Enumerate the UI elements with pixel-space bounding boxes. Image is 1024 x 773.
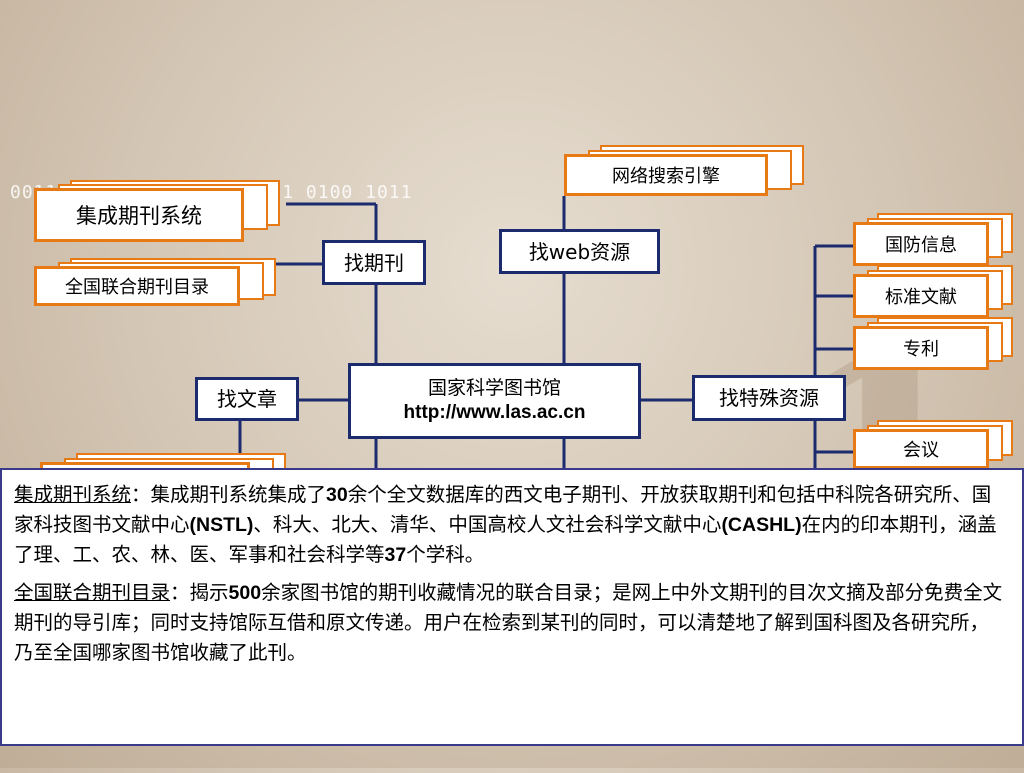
category-find-special[interactable]: 找特殊资源	[692, 375, 846, 421]
term-integrated-journal-system[interactable]: 集成期刊系统	[14, 483, 132, 506]
center-node-url[interactable]: http://www.las.ac.cn	[403, 402, 586, 423]
term-union-journal-catalog[interactable]: 全国联合期刊目录	[14, 581, 171, 604]
description-number: 37	[384, 544, 407, 566]
category-find-article[interactable]: 找文章	[195, 377, 299, 421]
center-node-library[interactable]: 国家科学图书馆 http://www.las.ac.cn	[348, 363, 641, 439]
category-find-journal[interactable]: 找期刊	[322, 240, 426, 285]
description-text: ：集成期刊系统集成了	[131, 483, 327, 506]
description-text: 、科大、北大、清华、中国高校人文社会科学文献中心	[253, 513, 722, 536]
description-number: 500	[228, 582, 262, 604]
description-text: 余家图书馆的期刊收藏情况的联合目录；是网上中外文期刊的目次文摘及部分免费全文期刊…	[14, 581, 1003, 664]
description-text: 余个全文数据库的西文电子期刊、开放获取期刊和包括中科院各研究所、国家科技图书文献…	[14, 483, 992, 536]
description-paragraph: 集成期刊系统：集成期刊系统集成了30余个全文数据库的西文电子期刊、开放获取期刊和…	[14, 480, 1008, 570]
center-node-name: 国家科学图书馆	[427, 377, 561, 400]
description-abbrev: (CASHL)	[721, 514, 802, 536]
description-text: 在内的印本期刊，涵盖了理、工、农、林、医、军事和社会科学等	[14, 513, 997, 566]
description-number: 30	[326, 484, 348, 506]
description-paragraph: 全国联合期刊目录：揭示500余家图书馆的期刊收藏情况的联合目录；是网上中外文期刊…	[14, 578, 1008, 668]
description-text: 个学科。	[406, 543, 485, 566]
description-abbrev: (NSTL)	[189, 514, 254, 536]
category-find-web[interactable]: 找web资源	[499, 229, 660, 274]
description-box: 集成期刊系统：集成期刊系统集成了30余个全文数据库的西文电子期刊、开放获取期刊和…	[0, 468, 1024, 746]
description-text: ：揭示	[170, 581, 229, 604]
